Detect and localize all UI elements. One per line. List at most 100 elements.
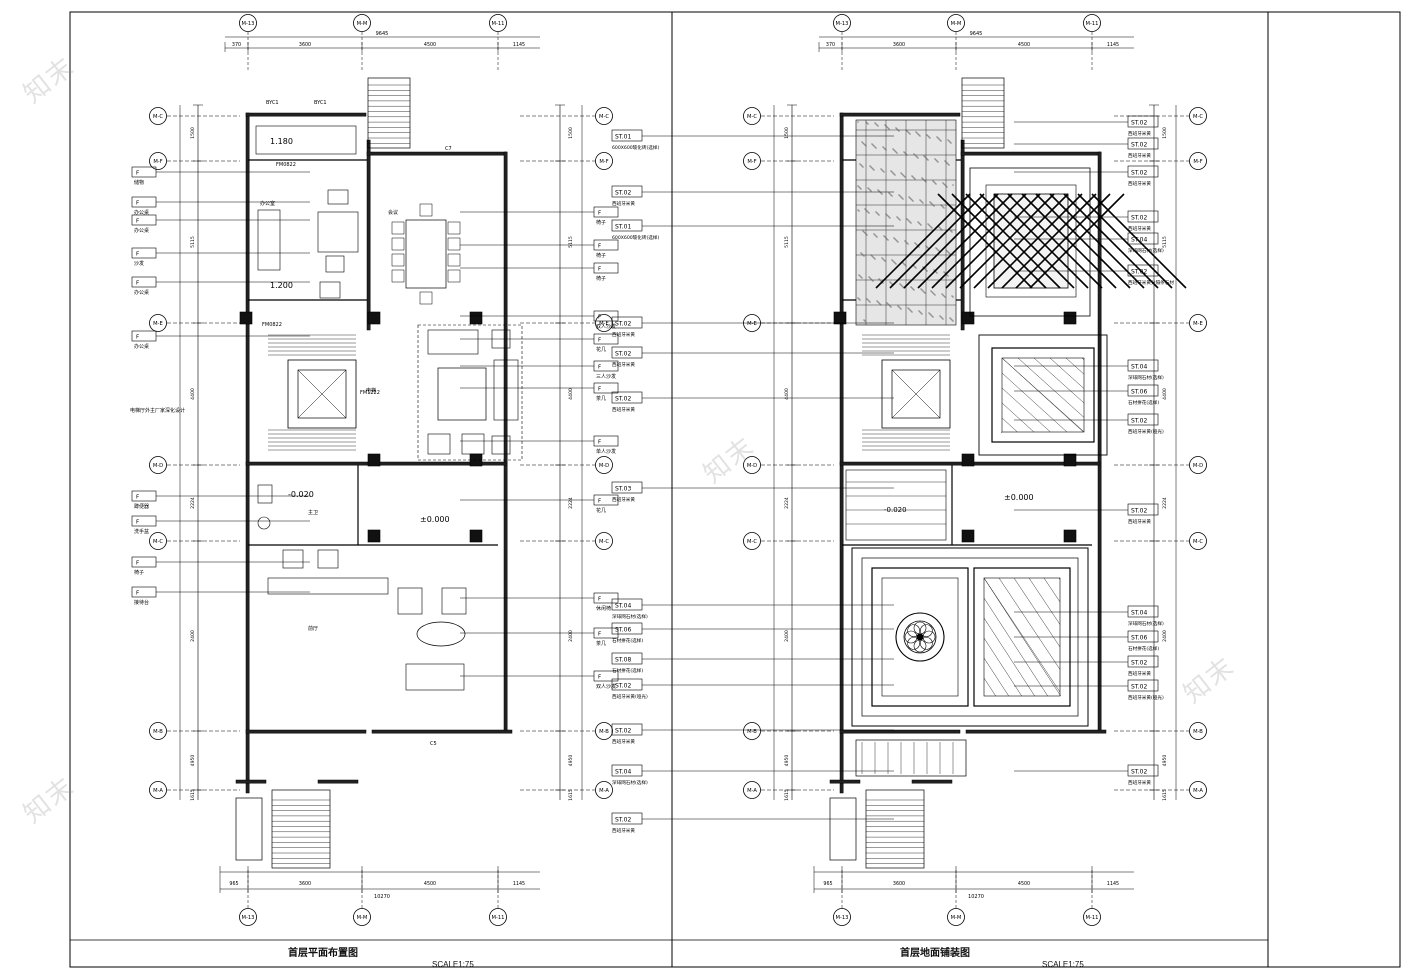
granite-speckle <box>918 246 920 248</box>
lounge-zone <box>417 324 523 461</box>
granite-speckle <box>923 179 925 181</box>
granite-speckle <box>872 256 874 258</box>
tag-desc: 石材拼花(选样) <box>612 667 643 674</box>
tag-code: ST.04 <box>1131 610 1147 617</box>
dim-seg-bottom-text: 3600 <box>299 881 311 887</box>
granite-speckle <box>916 132 918 134</box>
granite-speckle <box>940 140 942 142</box>
granite-speckle <box>879 303 881 305</box>
granite-speckle <box>925 245 927 247</box>
grid-bubble-right <box>1189 722 1207 740</box>
tag-letter: F <box>598 210 601 216</box>
granite-speckle <box>943 295 945 297</box>
column <box>367 453 381 467</box>
granite-speckle <box>889 217 891 219</box>
plan-label: 会议 <box>388 209 398 216</box>
granite-speckle <box>929 225 931 227</box>
wall-south-east <box>371 729 513 734</box>
tag-letter: F <box>598 266 601 272</box>
tag-box <box>1127 630 1159 643</box>
tag-desc: 接待台 <box>134 599 149 606</box>
tag-code: ST.02 <box>1131 418 1147 425</box>
planter-bottom <box>235 797 263 861</box>
tag-box <box>1127 413 1159 426</box>
granite-speckle <box>883 147 885 149</box>
granite-speckle <box>947 251 949 253</box>
granite-speckle <box>889 193 891 195</box>
granite-speckle <box>928 312 930 314</box>
granite-speckle <box>924 156 926 158</box>
granite-speckle <box>931 291 933 293</box>
tag-letter: F <box>598 337 601 343</box>
granite-speckle <box>879 279 881 281</box>
diamond-grid <box>1043 577 1061 603</box>
granite-speckle <box>913 265 915 267</box>
tag-desc: 洗手盆 <box>134 528 149 535</box>
plan-label: 办公室 <box>260 200 275 207</box>
dim-seg-bottom-text: 1145 <box>1107 881 1119 887</box>
plan-label: 前厅 <box>308 625 318 632</box>
granite-speckle <box>865 209 867 211</box>
dim-seg-bottom-text: 965 <box>823 881 832 887</box>
granite-speckle <box>926 270 928 272</box>
granite-speckle <box>896 128 898 130</box>
granite-speckle <box>916 156 918 158</box>
level-main: ±0.000 <box>420 515 450 524</box>
granite-speckle <box>944 184 946 186</box>
grid-bubble-right <box>595 722 613 740</box>
grid-bubble-top-label: M-M <box>357 21 368 27</box>
tag-desc: 深啡网石材(选样) <box>612 779 648 786</box>
granite-speckle <box>895 263 897 265</box>
grid-bubble-left-label: M-E <box>747 321 757 327</box>
granite-speckle <box>867 123 869 125</box>
granite-speckle <box>943 183 945 185</box>
tag-box <box>593 435 619 447</box>
tag-letter: F <box>598 314 601 320</box>
granite-speckle <box>896 152 898 154</box>
granite-speckle <box>895 151 897 153</box>
tag-code: ST.06 <box>1131 389 1147 396</box>
wall-entry-right <box>911 779 953 784</box>
tag-desc: 椅子 <box>596 219 606 226</box>
medallion-petal <box>904 630 918 644</box>
granite-speckle <box>907 307 909 309</box>
wall-meeting-west <box>366 139 371 331</box>
tag-desc: 椅子 <box>596 252 606 259</box>
grid-bubble-bottom <box>947 908 965 926</box>
double-sofa <box>427 329 479 355</box>
tag-code: ST.02 <box>1131 684 1147 691</box>
granite-speckle <box>936 272 938 274</box>
tag-code: ST.02 <box>615 351 631 358</box>
granite-speckle <box>860 188 862 190</box>
tag-desc: 西班牙米黄 <box>1128 670 1151 677</box>
granite-speckle <box>899 283 901 285</box>
elevator-x <box>891 369 941 419</box>
grid-bubble-left <box>149 532 167 550</box>
tag-code: ST.03 <box>615 486 631 493</box>
granite-speckle <box>866 298 868 300</box>
granite-speckle <box>892 172 894 174</box>
grid-bubble-bottom-label: M-M <box>951 915 962 921</box>
grid-bubble-right-label: M-C <box>599 539 609 545</box>
dim-side-right-text: 1500 <box>1162 127 1168 139</box>
tag-desc: 西班牙米黄 <box>1128 225 1151 232</box>
granite-speckle <box>858 298 860 300</box>
column <box>469 311 483 325</box>
granite-speckle <box>893 149 895 151</box>
tag-desc: 西班牙米黄 <box>612 827 635 834</box>
column <box>961 453 975 467</box>
level-top: 1.180 <box>270 137 293 146</box>
granite-speckle <box>938 250 940 252</box>
granite-speckle <box>914 178 916 180</box>
granite-speckle <box>864 144 866 146</box>
tag-desc: 椅子 <box>134 569 144 576</box>
dim-total-top-text: 9645 <box>970 31 983 37</box>
granite-speckle <box>857 121 859 123</box>
tag-box <box>1127 264 1159 277</box>
tag-desc: 西班牙米黄 <box>612 496 635 503</box>
dim-seg-top-text: 1145 <box>1107 42 1119 48</box>
granite-speckle <box>905 129 907 131</box>
grid-bubble-left-label: M-F <box>153 159 162 165</box>
granite-speckle <box>868 212 870 214</box>
entry-strip <box>855 739 967 777</box>
